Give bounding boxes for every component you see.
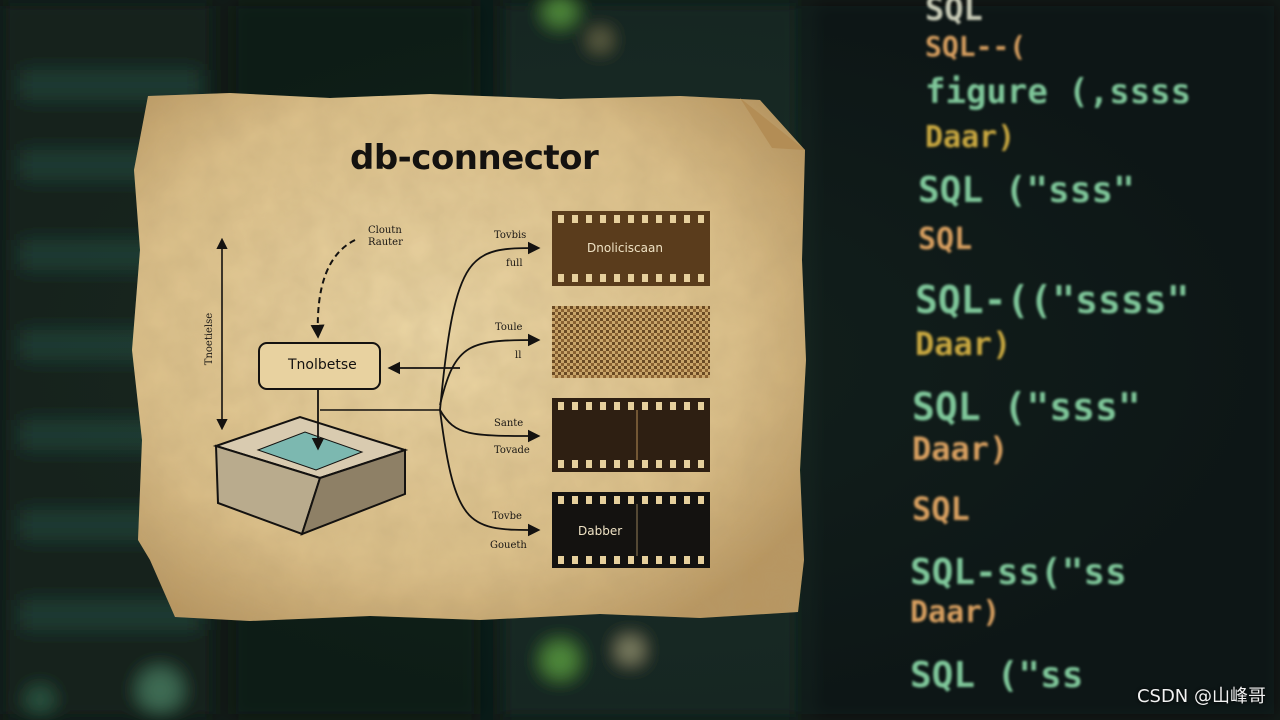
branch-arrow-1 (439, 241, 541, 411)
center-box-label: Tnolbetse (288, 357, 357, 373)
output-label-2b: ll (515, 350, 522, 361)
code-line: Daar) (912, 430, 1009, 468)
output-label-1b: full (506, 258, 523, 269)
branch-arrow-4 (439, 409, 541, 537)
code-line: Daar) (910, 595, 1001, 630)
code-line: SQL-(("ssss" (915, 278, 1190, 322)
output-block-1-text: Dnoliciscaan (587, 241, 663, 255)
code-line: Daar) (915, 325, 1012, 363)
top-label-line-2: Rauter (368, 237, 403, 248)
code-line: SQL ("ss (910, 655, 1084, 696)
output-block-4 (552, 492, 710, 568)
output-label-3a: Sante (494, 418, 524, 429)
output-label-3b: Tovade (494, 445, 530, 456)
code-line: SQL-ss("ss (910, 552, 1127, 593)
code-line: Daar) (925, 120, 1016, 155)
output-label-4b: Goueth (490, 540, 527, 551)
branch-arrow-3 (439, 409, 541, 443)
code-line: SQL ("sss" (912, 385, 1141, 429)
basin-right-side (300, 448, 406, 536)
center-box (258, 342, 381, 390)
watermark: CSDN @山峰哥 (1136, 686, 1266, 707)
branch-arrow-2 (439, 333, 541, 406)
basin-water (256, 431, 364, 471)
code-line: SQL--( (925, 30, 1027, 63)
top-label-line-1: Cloutn (368, 225, 402, 236)
dashed-input-arrow (310, 239, 356, 339)
output-block-4-text: Dabber (578, 524, 623, 538)
output-label-4a: Tovbe (492, 511, 522, 522)
parchment-curl (740, 98, 805, 150)
code-line: SQL (918, 222, 973, 257)
output-block-3 (552, 398, 710, 472)
output-block-2 (552, 306, 710, 378)
output-label-2a: Toule (495, 322, 523, 333)
code-line: SQL (925, 0, 983, 28)
vertical-label: Tnoetielse (204, 312, 215, 366)
code-line: SQL (912, 490, 970, 528)
film-perforations (558, 215, 704, 282)
film-perforations (558, 402, 704, 468)
film-perforations (558, 496, 704, 564)
code-line: SQL ("sss" (918, 170, 1135, 211)
code-line: figure (,ssss (925, 72, 1192, 112)
diagram-title: db-connector (350, 138, 599, 178)
output-label-1a: Tovbis (494, 230, 527, 241)
output-block-1 (552, 211, 710, 286)
